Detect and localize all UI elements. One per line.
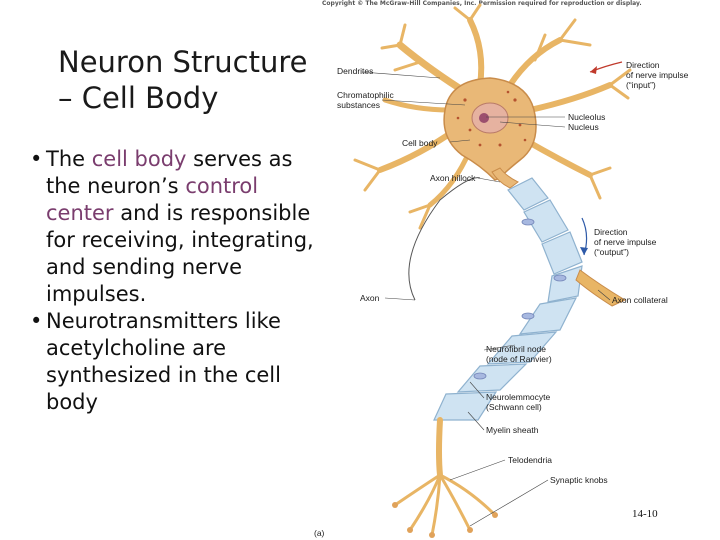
bullet-cell-body: • The cell body serves as the neuron’s c… [30, 146, 320, 308]
bullet-neurotransmitters: • Neurotransmitters like acetylcholine a… [30, 308, 320, 416]
bullet-dot-icon: • [30, 309, 43, 333]
label-neurolemmocyte: Neurolemmocyte [486, 392, 551, 402]
label-neurolemmocyte-2: (Schwann cell) [486, 402, 542, 412]
label-direction-input: Direction [626, 60, 660, 70]
bullet-text: serves as the neuron’s [46, 147, 293, 198]
label-axon-hillock: Axon hillock [430, 173, 476, 183]
axon-hillock-shape [491, 167, 519, 189]
label-axon: Axon [360, 293, 380, 303]
label-direction-output-3: (“output”) [594, 247, 629, 257]
highlight-cell-body: cell body [91, 147, 187, 171]
bullet-list: • The cell body serves as the neuron’s c… [30, 146, 320, 416]
label-direction-output-2: of nerve impulse [594, 237, 657, 247]
telodendria [393, 417, 497, 537]
leader-lines [361, 71, 611, 527]
label-nucleus: Nucleus [568, 122, 599, 132]
figure-copyright: Copyright © The McGraw-Hill Companies, I… [322, 0, 642, 7]
label-dendrites: Dendrites [337, 66, 373, 76]
bullet-text: and is responsible for receiving, integr… [46, 201, 314, 306]
bullet-text: The [46, 147, 92, 171]
chromatophilic-dots [456, 90, 527, 147]
label-neurofibril-node: Neurofibril node [486, 344, 546, 354]
nucleolus-shape [479, 113, 489, 123]
label-cell-body: Cell body [402, 138, 438, 148]
label-axon-collateral: Axon collateral [612, 295, 668, 305]
label-myelin-sheath: Myelin sheath [486, 425, 539, 435]
label-nucleolus: Nucleolus [568, 112, 605, 122]
label-chromatophilic: Chromatophilic [337, 90, 394, 100]
label-telodendria: Telodendria [508, 455, 552, 465]
label-direction-output: Direction [594, 227, 628, 237]
page-number: 14-10 [632, 508, 658, 520]
label-direction-input-3: (“input”) [626, 80, 656, 90]
label-neurofibril-node-2: (node of Ranvier) [486, 354, 552, 364]
neuron-figure: Copyright © The McGraw-Hill Companies, I… [314, 0, 689, 538]
input-arrowhead-icon [590, 66, 597, 74]
schwann-nuclei [473, 218, 567, 380]
axon-bracket [408, 177, 481, 301]
label-chromatophilic-2: substances [337, 100, 380, 110]
synaptic-knobs [392, 502, 498, 538]
myelin-segments [433, 177, 583, 421]
label-direction-input-2: of nerve impulse [626, 70, 689, 80]
nucleus-shape [471, 102, 509, 134]
bullet-text: Neurotransmitters like acetylcholine are… [46, 309, 281, 414]
figure-panel-label: (a) [314, 528, 325, 538]
bullet-dot-icon: • [30, 147, 43, 171]
slide-title: Neuron Structure – Cell Body [58, 45, 308, 115]
output-arrowhead-icon [580, 247, 588, 255]
highlight-control-center: control center [46, 174, 259, 225]
axon-collateral [575, 269, 627, 307]
label-synaptic-knobs: Synaptic knobs [550, 475, 608, 485]
